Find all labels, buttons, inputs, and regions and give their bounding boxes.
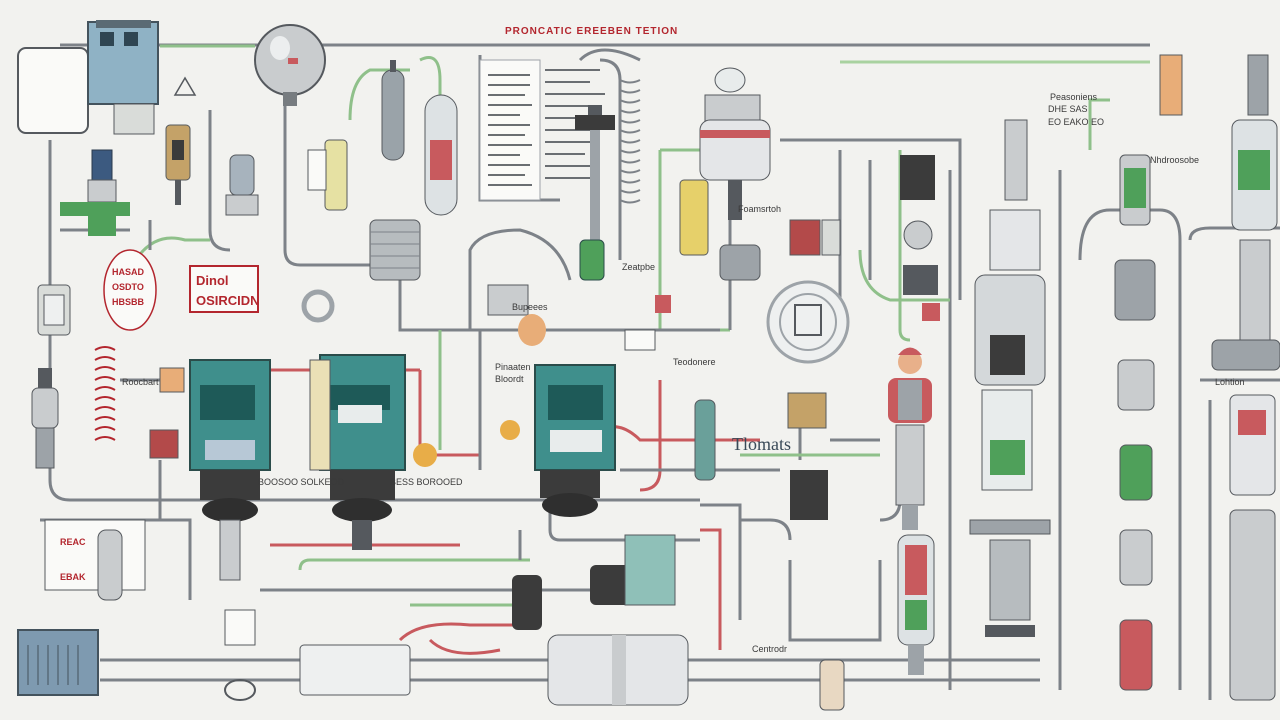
capsule-sensor (381, 60, 405, 161)
mid-label-2: Bloordt (495, 374, 524, 384)
ring-terminal (224, 679, 256, 701)
column-sensor-2 (1211, 54, 1280, 701)
fuse-holder (37, 284, 71, 336)
svg-text:HBSBB: HBSBB (112, 297, 145, 307)
valve-small (225, 154, 259, 216)
t-actuator (575, 105, 615, 281)
red-boxed-label: Dinol OSIRCIDN (189, 265, 260, 313)
pump-cylinder (897, 534, 935, 675)
coil-black (512, 575, 542, 630)
teal-block (624, 534, 676, 606)
left-block-label: Roocbart (122, 377, 159, 387)
yellow-cylinder (679, 179, 709, 256)
coil-left (94, 346, 116, 441)
round-gauge (766, 280, 850, 364)
boxed-label-1: Dinol (196, 273, 229, 288)
blue-sensor (60, 149, 130, 236)
control-box-top-left (17, 20, 197, 135)
svg-text:OSDTO: OSDTO (112, 282, 144, 292)
main-tower (969, 119, 1051, 637)
glass-tube (424, 94, 458, 216)
right-block-label-2: EO EAKO EO (1048, 117, 1104, 127)
column-sensor-1 (1114, 154, 1156, 691)
solenoid-label: BOOSOO SOLKEOD (258, 477, 345, 487)
orange-valve (518, 314, 546, 346)
red-module (149, 429, 179, 459)
spec-text-block (479, 59, 605, 201)
pump-label: Bupeees (512, 302, 548, 312)
relay-block (903, 265, 938, 295)
yellow-capacitor (307, 139, 348, 211)
ecu-module-2 (309, 354, 437, 550)
bottom-left-terminal (17, 629, 99, 696)
black-relay (790, 470, 828, 520)
brown-sensor (787, 392, 827, 429)
mid-label: Pinaaten (495, 362, 531, 372)
svg-text:HASAD: HASAD (112, 267, 145, 277)
right-header-label: Nhdroosobe (1150, 155, 1199, 165)
right-block-label: DHE SAS (1048, 104, 1088, 114)
center-solenoid (369, 219, 421, 281)
ring-seal (301, 289, 335, 323)
spring-coil (619, 79, 641, 204)
orange-fuse (159, 367, 185, 393)
motor-housing (547, 634, 689, 706)
small-resistor (821, 219, 841, 256)
bottom-spark-plug (819, 659, 845, 711)
ecu-module-1 (189, 359, 271, 581)
brown-capacitor (789, 219, 821, 256)
diagram-title: PRONCATIC EREEBEN TETION (505, 26, 678, 37)
right-header-label-2: Lohtion (1215, 377, 1245, 387)
ecu-module-3 (500, 364, 616, 517)
bottom-left-fuse-block: REAC EBAK (44, 519, 146, 601)
small-center-label: Zeatpbe (622, 262, 655, 272)
svg-text:EBAK: EBAK (60, 572, 86, 582)
relay-brown (165, 124, 191, 205)
valve-block (487, 284, 529, 316)
pressure-tank (254, 24, 326, 106)
solenoid-label-2: BESS BOROOED (390, 477, 463, 487)
svg-text:REAC: REAC (60, 537, 86, 547)
spark-plug-left (31, 368, 59, 469)
terminal-block (224, 609, 256, 646)
black-meter (900, 155, 935, 200)
red-indicator (922, 303, 940, 321)
ignition-coil-top (699, 67, 771, 281)
connector-box (299, 644, 411, 696)
teal-vial (694, 399, 716, 481)
meter-label: Teodonere (673, 357, 716, 367)
red-badge-oval: HASAD OSDTO HBSBB (103, 249, 157, 331)
exhaust-label: Peasoniens (1050, 92, 1098, 102)
gauge-label: Foamsrtoh (738, 204, 781, 214)
label-tag (624, 329, 656, 351)
technician-figure (888, 347, 932, 530)
orange-fuse-top (1159, 54, 1183, 116)
boxed-label-2: OSIRCIDN (196, 293, 260, 308)
red-connector (655, 295, 671, 313)
main-caption: Tlomats (732, 434, 791, 454)
bottom-controls-label: Centrodr (752, 644, 787, 654)
pressure-switch (903, 220, 933, 250)
